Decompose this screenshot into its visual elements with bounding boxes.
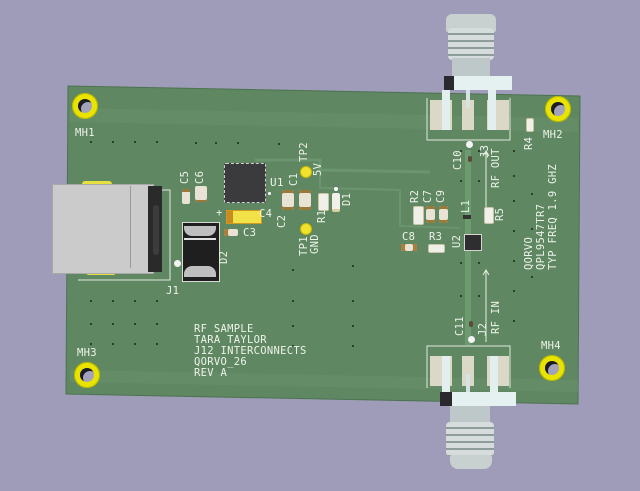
label-r4: R4 bbox=[523, 136, 535, 150]
capacitor-c11[interactable] bbox=[469, 321, 473, 327]
label-mh1: MH1 bbox=[75, 127, 95, 139]
pin1-marker-icon bbox=[466, 141, 473, 148]
resistor-r1[interactable] bbox=[318, 193, 329, 211]
pin1-marker-icon bbox=[174, 260, 181, 267]
note-line: RF SAMPLE bbox=[194, 323, 254, 335]
label-rf-in: RF IN bbox=[490, 300, 502, 334]
part-label-part-number: QPL9547TR7 bbox=[535, 203, 547, 270]
label-rf-out: RF OUT bbox=[490, 148, 502, 188]
capacitor-c10[interactable] bbox=[468, 156, 472, 162]
label-c8: C8 bbox=[402, 231, 416, 243]
label-u1: U1 bbox=[270, 176, 284, 189]
label-mh4: MH4 bbox=[541, 340, 561, 352]
label-c6: C6 bbox=[194, 170, 206, 184]
label-l1: L1 bbox=[460, 199, 472, 213]
pin1-marker-icon bbox=[334, 187, 338, 191]
diode-d1[interactable] bbox=[332, 193, 340, 212]
label-c5: C5 bbox=[179, 170, 191, 184]
label-c7: C7 bbox=[422, 189, 434, 203]
polarity-plus-icon: + bbox=[216, 207, 223, 219]
label-r3: R3 bbox=[429, 231, 443, 243]
capacitor-c8[interactable] bbox=[401, 244, 417, 251]
mounting-hole-mh4[interactable] bbox=[539, 355, 565, 381]
ic-u2[interactable] bbox=[464, 234, 482, 251]
part-label-vendor: QORVO bbox=[523, 236, 535, 270]
part-label-frequency: TYP FREQ 1.9 GHZ bbox=[547, 164, 559, 270]
label-d2: D2 bbox=[218, 250, 230, 264]
label-c4: C4 bbox=[259, 208, 273, 220]
label-r5: R5 bbox=[494, 207, 506, 221]
capacitor-c3[interactable] bbox=[224, 229, 238, 236]
label-mh3: MH3 bbox=[77, 347, 97, 359]
mounting-hole-mh2[interactable] bbox=[545, 96, 571, 122]
resistor-r2[interactable] bbox=[413, 206, 424, 225]
label-j2: J2 bbox=[477, 322, 489, 336]
note-line: REV A bbox=[194, 367, 228, 379]
capacitor-c5[interactable] bbox=[182, 189, 190, 204]
label-r2: R2 bbox=[409, 189, 421, 203]
label-c11: C11 bbox=[454, 316, 466, 336]
note-line: TARA TAYLOR bbox=[194, 334, 267, 346]
label-tp1-net: GND bbox=[309, 234, 321, 254]
label-c3: C3 bbox=[243, 227, 257, 239]
label-j1: J1 bbox=[166, 285, 180, 297]
capacitor-c2[interactable] bbox=[282, 190, 294, 210]
label-c10: C10 bbox=[452, 150, 464, 170]
capacitor-c4[interactable] bbox=[226, 210, 262, 224]
pin1-marker-icon bbox=[468, 336, 475, 343]
resistor-r3[interactable] bbox=[428, 244, 445, 253]
ic-u1[interactable] bbox=[224, 163, 266, 203]
note-line: J12 INTERCONNECTS bbox=[194, 345, 307, 357]
mounting-hole-mh3[interactable] bbox=[74, 362, 100, 388]
label-c1: C1 bbox=[288, 172, 300, 186]
capacitor-c1[interactable] bbox=[299, 190, 311, 210]
label-tp2-net: 5V bbox=[312, 162, 324, 176]
capacitor-c9[interactable] bbox=[439, 206, 448, 223]
label-r1: R1 bbox=[316, 209, 328, 223]
resistor-r4[interactable] bbox=[526, 118, 534, 132]
label-c9: C9 bbox=[435, 189, 447, 203]
test-point-tp1[interactable] bbox=[300, 223, 312, 235]
inductor-l1[interactable] bbox=[463, 215, 471, 219]
resistor-r5[interactable] bbox=[484, 207, 494, 224]
pin1-marker-icon bbox=[268, 192, 271, 195]
capacitor-c6[interactable] bbox=[195, 186, 207, 202]
label-tp2: TP2 bbox=[298, 142, 310, 162]
label-c2: C2 bbox=[276, 214, 288, 228]
label-u2: U2 bbox=[451, 234, 463, 248]
capacitor-c7[interactable] bbox=[426, 206, 435, 223]
note-line: QORVO_26 bbox=[194, 356, 247, 368]
label-mh2: MH2 bbox=[543, 129, 563, 141]
test-point-tp2[interactable] bbox=[300, 166, 312, 178]
label-d1: D1 bbox=[341, 192, 353, 206]
mounting-hole-mh1[interactable] bbox=[72, 93, 98, 119]
